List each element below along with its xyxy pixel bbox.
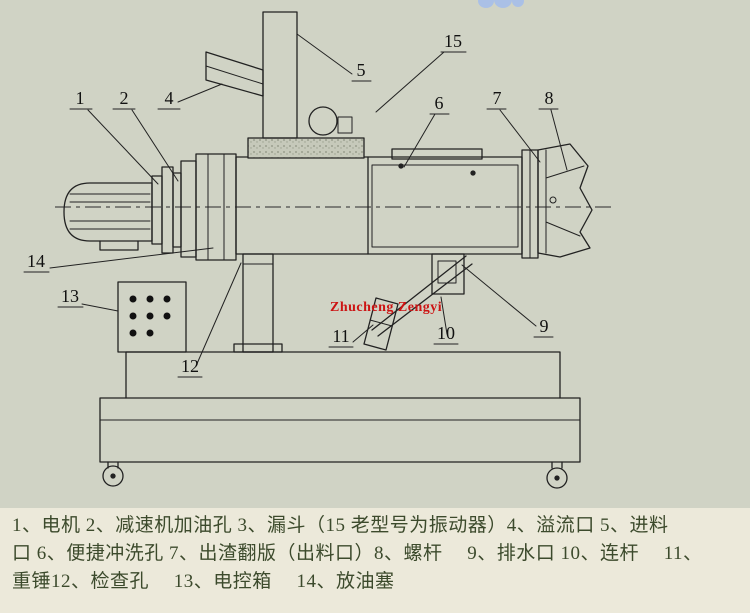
wheel-left — [102, 461, 124, 487]
callout-label-4: 4 — [165, 88, 174, 108]
red-watermark: Zhucheng Zengyi — [330, 300, 442, 315]
wheel-right — [546, 461, 568, 489]
discharge-assembly — [537, 143, 593, 258]
callout-underlines — [23, 51, 559, 378]
main-body — [235, 156, 523, 255]
callout-label-2: 2 — [120, 88, 129, 108]
caption-line: 重锤12、检查孔 13、电控箱 14、放油塞 — [12, 571, 395, 592]
top-watermark-fragment — [478, 0, 524, 8]
base-frame — [99, 397, 581, 463]
callout-label-7: 7 — [493, 88, 502, 108]
callout-label-1: 1 — [76, 88, 85, 108]
callout-label-13: 13 — [61, 286, 79, 306]
callout-label-6: 6 — [435, 93, 444, 113]
middle-platform — [125, 351, 561, 399]
diagram-background — [0, 0, 750, 510]
leader-lines — [49, 33, 568, 367]
flush-hole-hatch — [391, 148, 483, 160]
machine-diagram-svg: 1 2 4 5 15 6 7 8 14 13 12 11 10 9 Zhuche… — [0, 0, 750, 510]
callout-label-10: 10 — [437, 323, 455, 343]
callout-label-11: 11 — [332, 326, 349, 346]
machine-diagram: 1 2 4 5 15 6 7 8 14 13 12 11 10 9 Zhuche… — [0, 0, 750, 510]
callout-label-12: 12 — [181, 356, 199, 376]
callout-label-8: 8 — [545, 88, 554, 108]
callout-label-5: 5 — [357, 60, 366, 80]
caption-line: 口 6、便捷冲洗孔 7、出渣翻版（出料口）8、螺杆 9、排水口 10、连杆 11… — [12, 543, 703, 564]
mount-platform — [247, 137, 365, 159]
caption-line: 1、电机 2、减速机加油孔 3、漏斗（15 老型号为振动器）4、溢流口 5、进料 — [12, 515, 669, 536]
callout-label-9: 9 — [540, 316, 549, 336]
callout-labels: 1 2 4 5 15 6 7 8 14 13 12 11 10 9 — [27, 31, 554, 376]
overflow-chute — [205, 51, 264, 97]
parts-list-caption: 1、电机 2、减速机加油孔 3、漏斗（15 老型号为振动器）4、溢流口 5、进料… — [0, 508, 750, 613]
callout-label-14: 14 — [27, 251, 45, 271]
control-box-dots — [129, 295, 171, 337]
callout-label-15: 15 — [444, 31, 462, 51]
sight-glass — [308, 106, 353, 136]
linkage-rod — [371, 255, 473, 337]
motor — [63, 182, 153, 251]
